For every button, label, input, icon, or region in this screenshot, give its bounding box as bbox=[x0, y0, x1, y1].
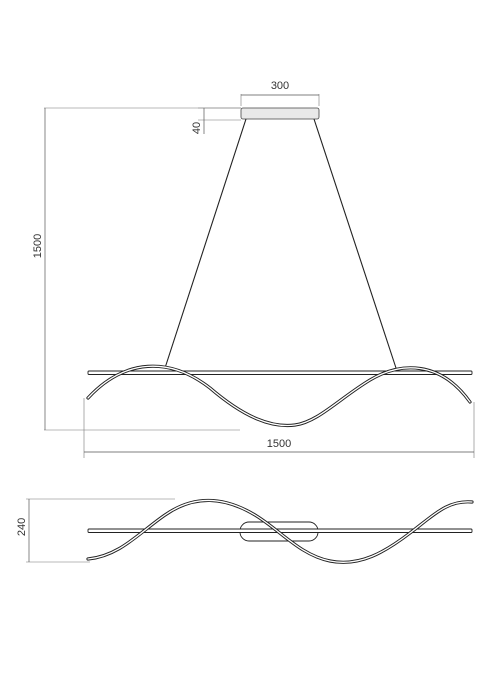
total-width-dimension: 1500 bbox=[83, 398, 475, 458]
canopy-width-dimension: 300 bbox=[240, 80, 320, 106]
canopy-width-label: 300 bbox=[271, 80, 289, 92]
bottom-view: 240 bbox=[16, 498, 474, 564]
total-height-dimension: 1500 bbox=[32, 107, 241, 431]
canopy-height-label: 40 bbox=[191, 122, 203, 134]
suspension-cable-right bbox=[313, 118, 397, 369]
bottom-depth-dimension: 240 bbox=[16, 498, 175, 563]
total-width-label: 1500 bbox=[267, 438, 291, 450]
canopy-height-dimension: 40 bbox=[191, 107, 241, 134]
ceiling-canopy bbox=[240, 107, 320, 120]
wave-luminaire bbox=[86, 364, 472, 428]
horizontal-rail bbox=[87, 370, 473, 375]
front-view: 300 40 1500 bbox=[32, 80, 475, 458]
suspension-cable-left bbox=[164, 118, 247, 369]
bottom-wave-luminaire bbox=[86, 498, 474, 564]
total-height-label: 1500 bbox=[32, 234, 44, 258]
bottom-depth-label: 240 bbox=[16, 518, 28, 536]
